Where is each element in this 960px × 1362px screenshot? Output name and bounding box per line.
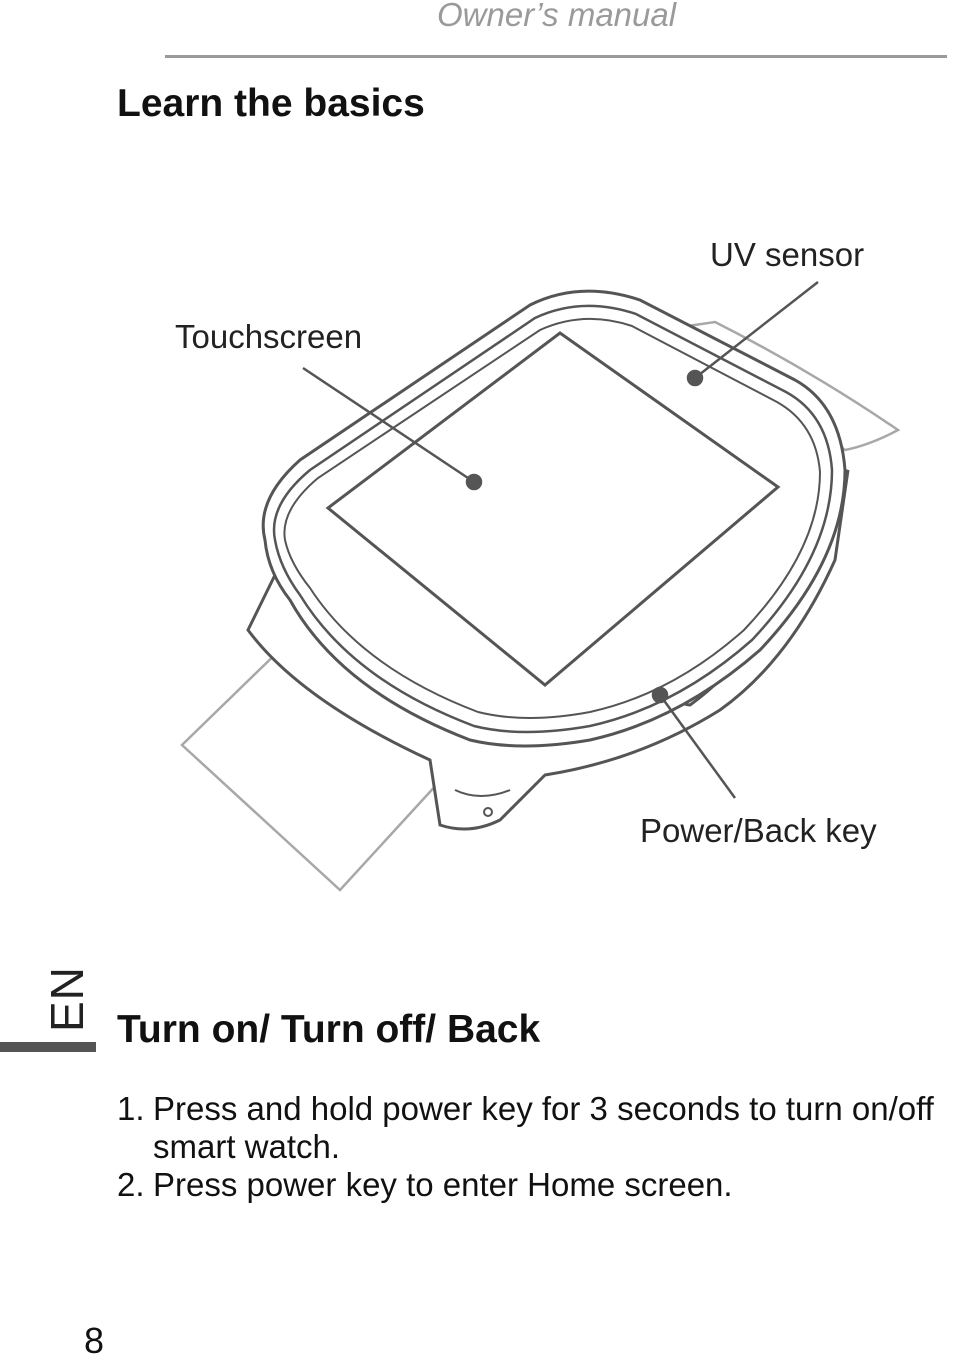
callout-touchscreen: Touchscreen	[175, 318, 363, 355]
step-text: Press power key to enter Home screen.	[153, 1166, 733, 1203]
touchscreen-area	[325, 331, 781, 687]
manual-header-title: Owner’s manual	[437, 0, 677, 33]
list-item: 1. Press and hold power key for 3 second…	[117, 1090, 957, 1166]
subsection-heading: Turn on/ Turn off/ Back	[117, 1008, 541, 1051]
language-tab-label: EN	[41, 966, 93, 1032]
leader-lines	[302, 281, 819, 799]
step-number: 1.	[117, 1090, 145, 1127]
header-divider	[165, 55, 947, 58]
callout-uv-sensor: UV sensor	[710, 236, 865, 273]
language-tab-bar	[0, 1042, 96, 1052]
section-heading: Learn the basics	[117, 82, 425, 125]
steps-list: 1. Press and hold power key for 3 second…	[117, 1090, 957, 1204]
step-text: Press and hold power key for 3 seconds t…	[153, 1090, 934, 1165]
smartwatch-illustration	[180, 281, 901, 892]
callout-power-back-key: Power/Back key	[640, 812, 877, 849]
list-item: 2. Press power key to enter Home screen.	[117, 1166, 957, 1204]
step-number: 2.	[117, 1166, 145, 1203]
page-number: 8	[84, 1320, 105, 1361]
